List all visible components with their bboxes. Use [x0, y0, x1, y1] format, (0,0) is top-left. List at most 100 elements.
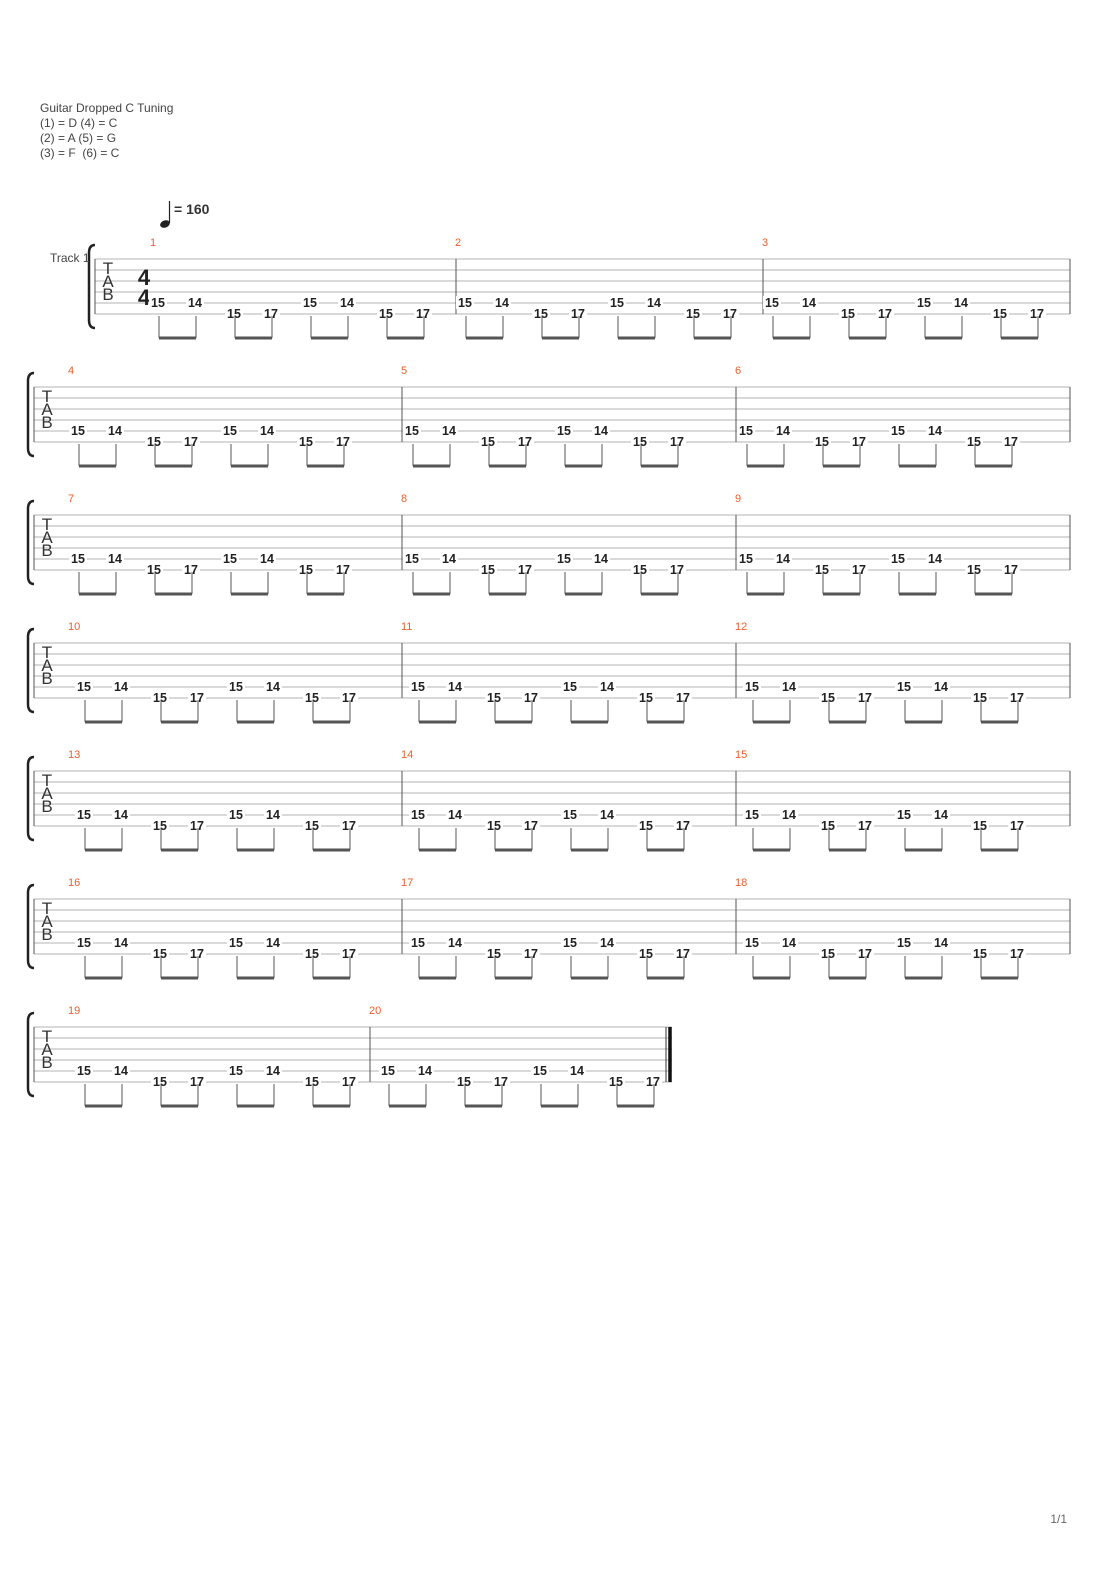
fret-number: 15 — [411, 936, 425, 950]
fret-background — [555, 552, 573, 565]
fret-background — [780, 680, 798, 693]
fret-background — [1002, 435, 1020, 448]
fret-number: 15 — [153, 1075, 167, 1089]
fret-background — [592, 552, 610, 565]
time-signature-top: 4 — [138, 265, 151, 290]
fret-number: 15 — [229, 1064, 243, 1078]
fret-number: 15 — [411, 680, 425, 694]
fret-number: 15 — [77, 680, 91, 694]
fret-number: 15 — [557, 424, 571, 438]
fret-number: 14 — [266, 936, 280, 950]
fret-background — [522, 691, 540, 704]
measure-number: 9 — [735, 493, 741, 505]
fret-background — [485, 819, 503, 832]
fret-number: 15 — [745, 808, 759, 822]
fret-number: 15 — [405, 552, 419, 566]
fret-background — [674, 691, 692, 704]
fret-number: 17 — [1010, 947, 1024, 961]
fret-background — [69, 552, 87, 565]
fret-background — [182, 563, 200, 576]
fret-background — [334, 563, 352, 576]
fret-number: 17 — [852, 563, 866, 577]
measure-number: 20 — [369, 1005, 381, 1017]
fret-number: 14 — [934, 808, 948, 822]
fret-number: 14 — [260, 552, 274, 566]
fret-background — [856, 691, 874, 704]
fret-background — [409, 680, 427, 693]
fret-number: 15 — [891, 424, 905, 438]
fret-background — [334, 435, 352, 448]
fret-number: 15 — [457, 1075, 471, 1089]
fret-background — [592, 424, 610, 437]
tab-clef-letter: A — [102, 272, 114, 291]
fret-number: 17 — [190, 819, 204, 833]
measure-number: 12 — [735, 621, 747, 633]
fret-background — [112, 680, 130, 693]
fret-number: 15 — [458, 296, 472, 310]
fret-number: 15 — [303, 296, 317, 310]
fret-background — [631, 563, 649, 576]
fret-number: 15 — [993, 307, 1007, 321]
fret-background — [965, 563, 983, 576]
fret-number: 14 — [928, 552, 942, 566]
tuning-line: (3) = F (6) = C — [40, 146, 120, 160]
fret-background — [876, 307, 894, 320]
fret-background — [414, 307, 432, 320]
system-bracket — [26, 1011, 35, 1098]
fret-number: 15 — [534, 307, 548, 321]
fret-background — [965, 435, 983, 448]
fret-number: 14 — [802, 296, 816, 310]
fret-background — [262, 307, 280, 320]
fret-background — [182, 435, 200, 448]
fret-background — [568, 1064, 586, 1077]
fret-number: 15 — [563, 808, 577, 822]
fret-background — [895, 808, 913, 821]
fret-background — [264, 1064, 282, 1077]
tuning-line: (1) = D (4) = C — [40, 116, 118, 130]
fret-number: 14 — [448, 680, 462, 694]
tab-clef-letter: B — [41, 413, 52, 432]
fret-number: 15 — [147, 563, 161, 577]
fret-number: 14 — [928, 424, 942, 438]
fret-background — [569, 307, 587, 320]
fret-number: 15 — [229, 936, 243, 950]
fret-background — [1008, 819, 1026, 832]
fret-number: 17 — [571, 307, 585, 321]
fret-background — [340, 1075, 358, 1088]
fret-number: 15 — [557, 552, 571, 566]
fret-number: 15 — [229, 808, 243, 822]
fret-number: 14 — [448, 808, 462, 822]
fret-background — [856, 819, 874, 832]
fret-background — [637, 947, 655, 960]
fret-number: 17 — [524, 819, 538, 833]
fret-background — [409, 936, 427, 949]
fret-number: 14 — [442, 552, 456, 566]
measure-number: 5 — [401, 365, 407, 377]
fret-background — [145, 563, 163, 576]
fret-number: 15 — [897, 936, 911, 950]
fret-background — [674, 947, 692, 960]
fret-number: 14 — [782, 680, 796, 694]
fret-background — [516, 563, 534, 576]
fret-background — [225, 307, 243, 320]
tuning-title: Guitar Dropped C Tuning — [40, 101, 174, 115]
tab-clef-letter: A — [41, 1040, 53, 1059]
fret-background — [895, 936, 913, 949]
fret-background — [743, 808, 761, 821]
tab-clef-letter: B — [41, 541, 52, 560]
fret-number: 15 — [77, 808, 91, 822]
fret-background — [75, 1064, 93, 1077]
fret-background — [952, 296, 970, 309]
fret-background — [926, 552, 944, 565]
fret-number: 17 — [1004, 563, 1018, 577]
fret-number: 17 — [190, 691, 204, 705]
tab-clef-letter: T — [42, 1027, 52, 1046]
fret-number: 14 — [600, 936, 614, 950]
fret-number: 14 — [108, 424, 122, 438]
fret-background — [340, 691, 358, 704]
fret-number: 15 — [973, 947, 987, 961]
fret-background — [379, 1064, 397, 1077]
measure-number: 18 — [735, 877, 747, 889]
tab-clef-letter: T — [42, 771, 52, 790]
fret-background — [75, 680, 93, 693]
